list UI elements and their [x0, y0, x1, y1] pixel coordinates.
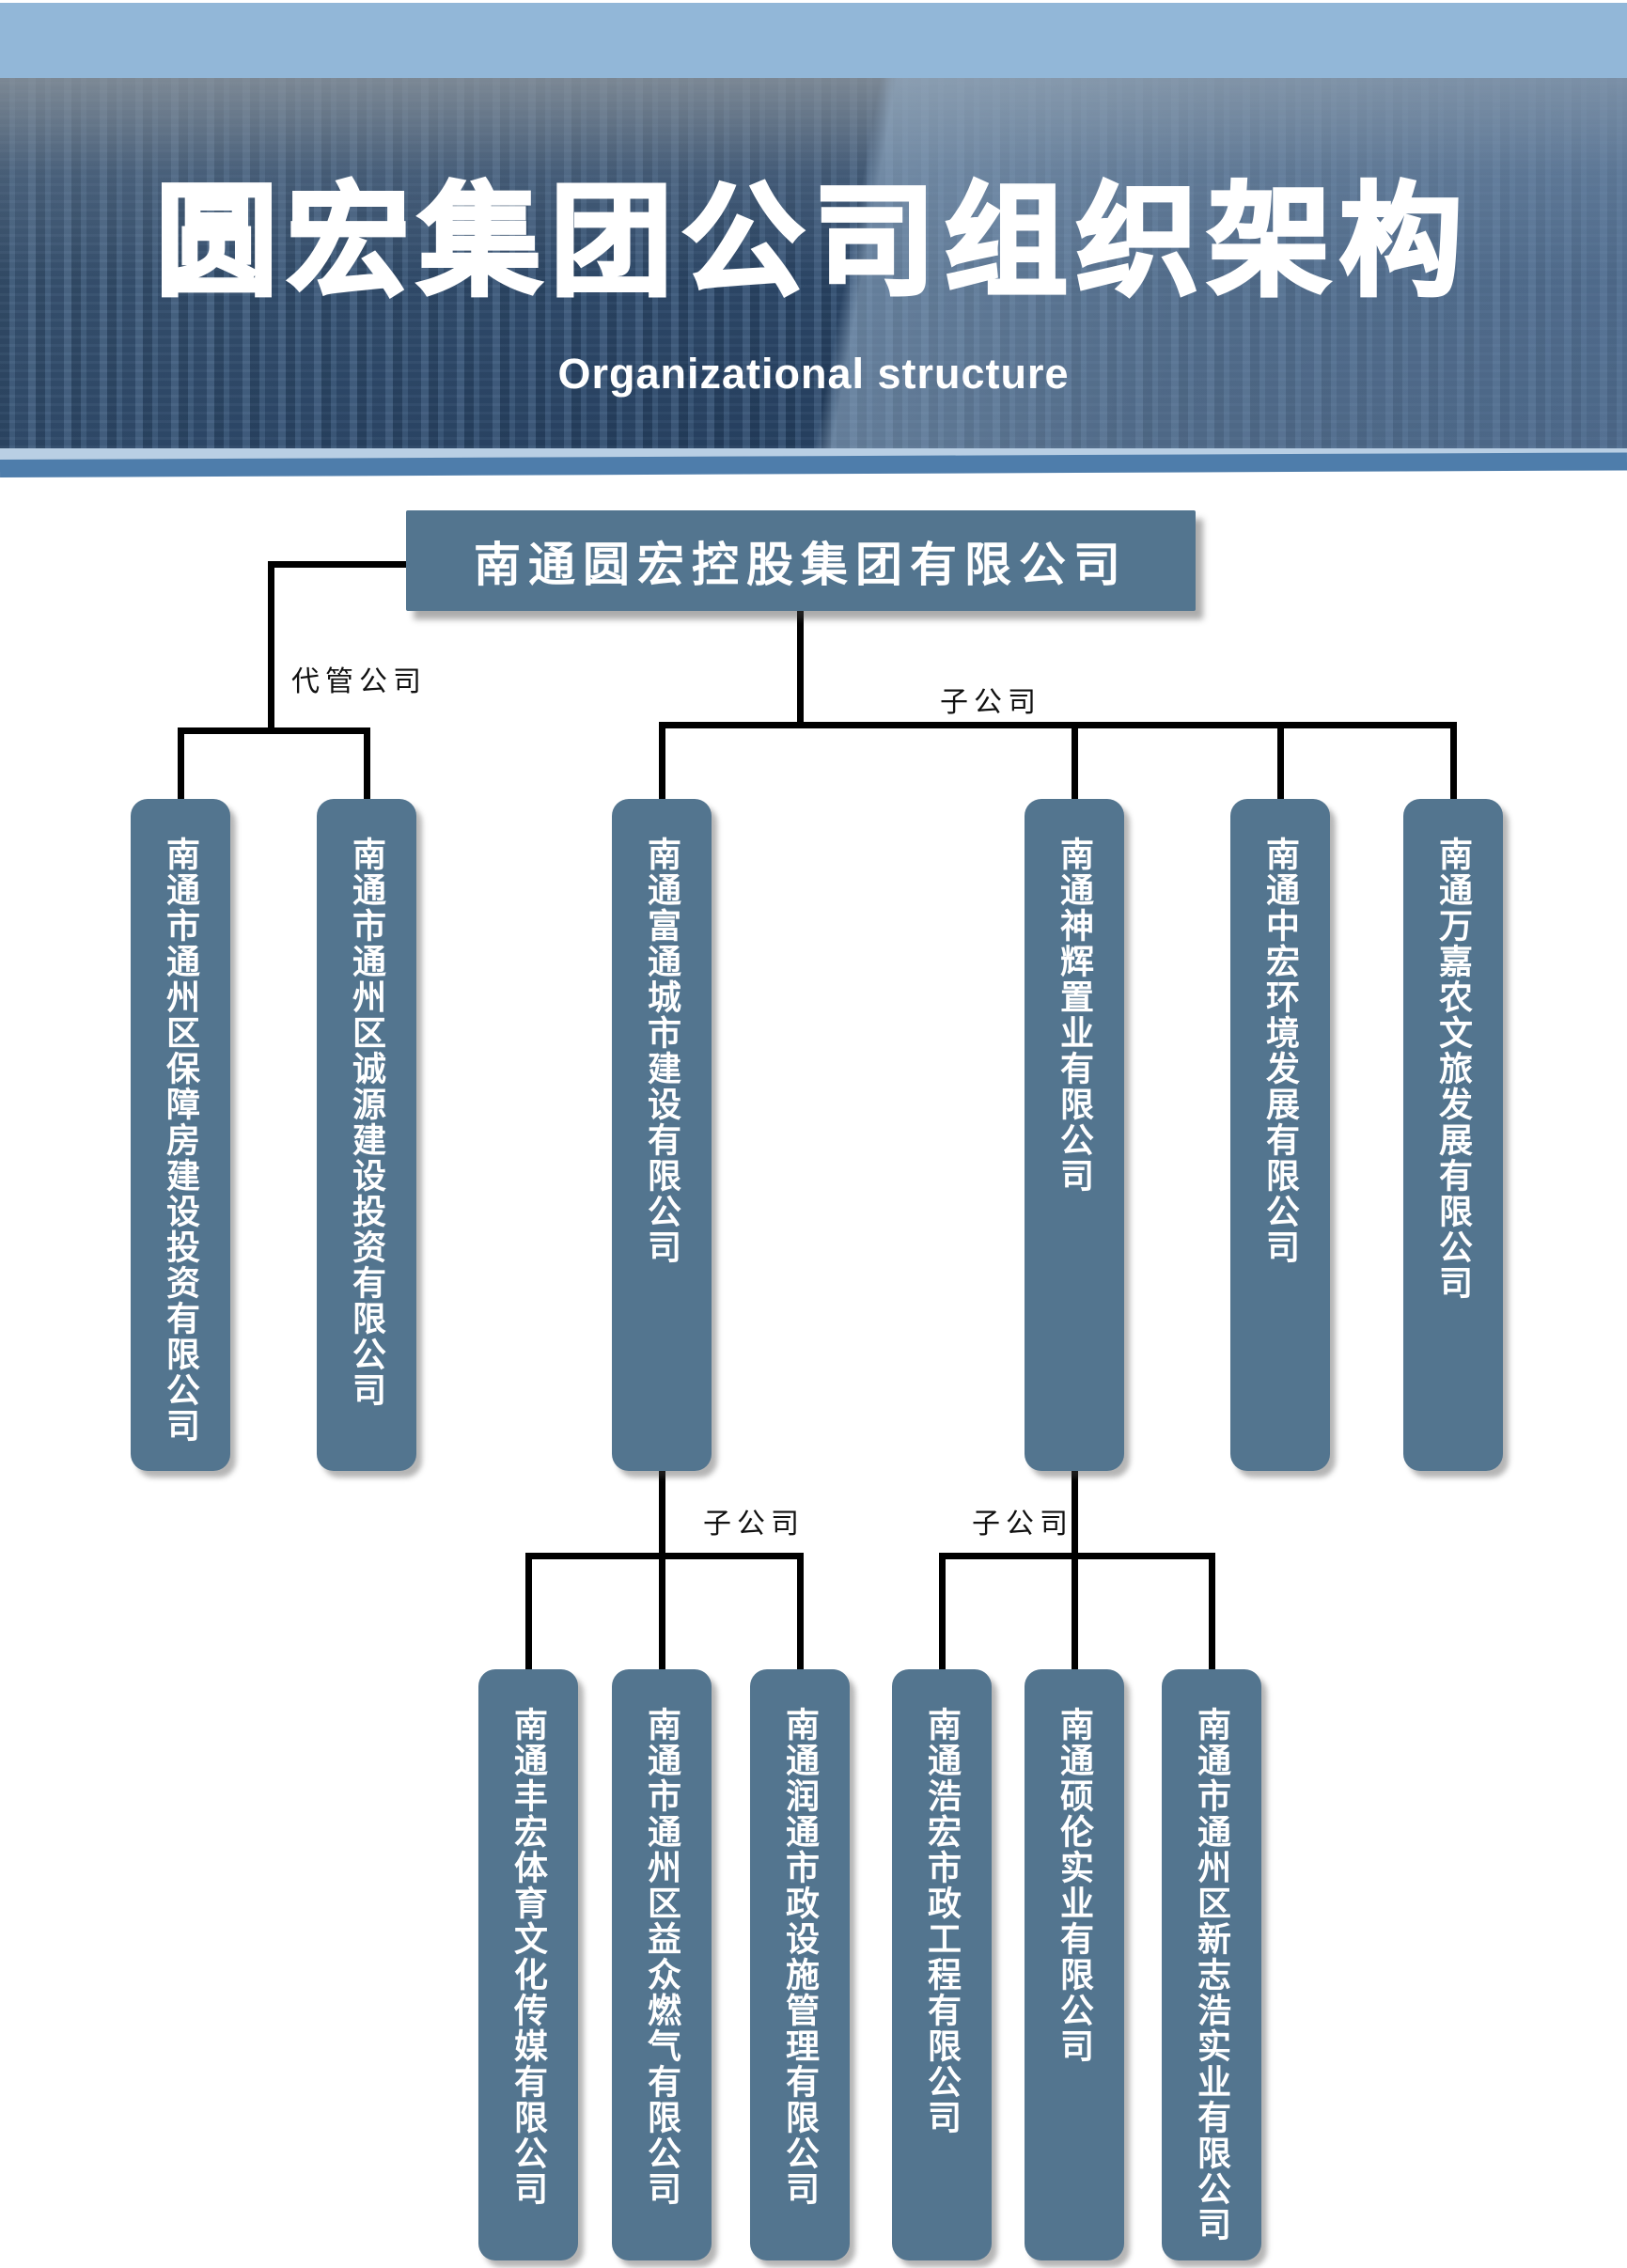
label-futong-children: 子公司 — [703, 1509, 805, 1540]
org-node-fenghong-label: 南通丰宏体育文化传媒有限公司 — [509, 1707, 548, 2207]
org-node-xinzhihao-label: 南通市通州区新志浩实业有限公司 — [1193, 1707, 1231, 2243]
org-node-futong: 南通富通城市建设有限公司 — [612, 799, 712, 1471]
org-node-wanjia-label: 南通万嘉农文旅发展有限公司 — [1434, 837, 1473, 1301]
org-node-managed-2-label: 南通市通州区诚源建设投资有限公司 — [348, 837, 386, 1408]
org-node-zhonghong: 南通中宏环境发展有限公司 — [1230, 799, 1330, 1471]
connector-sub-drop-1 — [659, 726, 665, 799]
connector-sub-bar — [659, 722, 1457, 728]
connector-shenhui-drop-1 — [939, 1556, 946, 1669]
org-node-managed-1-label: 南通市通州区保障房建设投资有限公司 — [162, 837, 200, 1444]
org-node-shenhui-label: 南通神辉置业有限公司 — [1056, 837, 1094, 1194]
org-node-yizhong: 南通市通州区益众燃气有限公司 — [612, 1669, 712, 2260]
org-node-fenghong: 南通丰宏体育文化传媒有限公司 — [478, 1669, 578, 2260]
connector-futong-bar — [525, 1553, 804, 1559]
connector-root-vertical — [797, 611, 804, 728]
org-node-root-label: 南通圆宏控股集团有限公司 — [474, 538, 1128, 591]
connector-futong-drop-1 — [525, 1556, 532, 1669]
org-node-managed-1: 南通市通州区保障房建设投资有限公司 — [131, 799, 230, 1471]
connector-root-left-h — [268, 561, 406, 568]
connector-left-drop-2 — [364, 731, 370, 799]
top-white-edge — [0, 0, 1627, 3]
header-band — [0, 3, 1627, 78]
connector-left-bar — [178, 727, 370, 734]
city-skyline-photo — [0, 78, 1627, 448]
label-managed-companies: 代管公司 — [291, 666, 427, 697]
org-node-zhonghong-label: 南通中宏环境发展有限公司 — [1261, 837, 1300, 1265]
label-shenhui-children: 子公司 — [972, 1509, 1073, 1540]
connector-sub-drop-2 — [1072, 726, 1078, 799]
org-node-yizhong-label: 南通市通州区益众燃气有限公司 — [643, 1707, 681, 2207]
org-node-haohong: 南通浩宏市政工程有限公司 — [892, 1669, 992, 2260]
org-node-shuolun-label: 南通硕伦实业有限公司 — [1056, 1707, 1094, 2064]
connector-shenhui-vertical — [1072, 1471, 1078, 1669]
org-node-haohong-label: 南通浩宏市政工程有限公司 — [923, 1707, 962, 2135]
org-node-managed-2: 南通市通州区诚源建设投资有限公司 — [317, 799, 416, 1471]
connector-futong-drop-2 — [797, 1556, 804, 1669]
connector-shenhui-bar — [939, 1553, 1215, 1559]
org-node-xinzhihao: 南通市通州区新志浩实业有限公司 — [1162, 1669, 1261, 2260]
org-node-shenhui: 南通神辉置业有限公司 — [1025, 799, 1124, 1471]
org-node-wanjia: 南通万嘉农文旅发展有限公司 — [1403, 799, 1503, 1471]
org-node-runtong-label: 南通润通市政设施管理有限公司 — [781, 1707, 820, 2207]
org-node-shuolun: 南通硕伦实业有限公司 — [1025, 1669, 1124, 2260]
org-node-runtong: 南通润通市政设施管理有限公司 — [750, 1669, 850, 2260]
connector-sub-drop-4 — [1450, 726, 1457, 799]
org-node-futong-label: 南通富通城市建设有限公司 — [643, 837, 681, 1265]
page-title: 圆宏集团公司组织架构 — [153, 173, 1472, 310]
connector-sub-drop-3 — [1277, 726, 1284, 799]
page-subtitle: Organizational structure — [557, 350, 1070, 398]
org-node-root: 南通圆宏控股集团有限公司 — [406, 510, 1196, 611]
label-subsidiaries: 子公司 — [940, 687, 1041, 718]
connector-shenhui-drop-2 — [1209, 1556, 1215, 1669]
connector-left-vertical — [268, 564, 274, 734]
connector-futong-vertical — [659, 1471, 665, 1669]
connector-left-drop-1 — [178, 731, 184, 799]
